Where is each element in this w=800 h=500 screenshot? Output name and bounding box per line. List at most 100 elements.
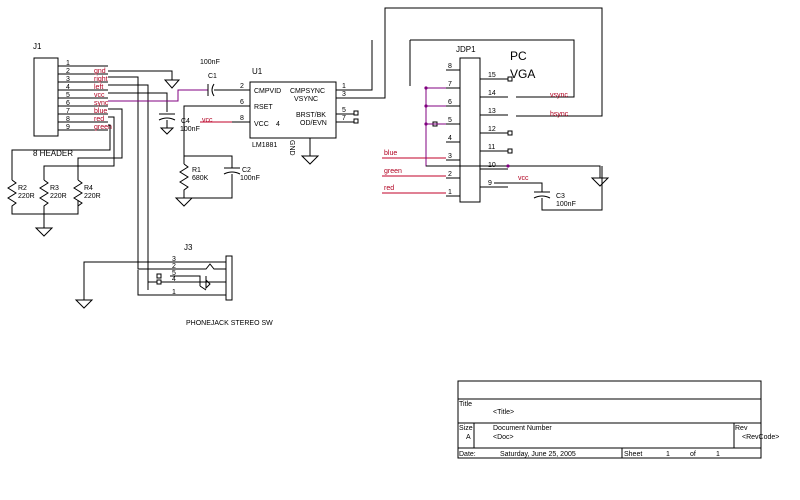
svg-text:2: 2: [172, 263, 176, 270]
j3-body: [225, 255, 233, 301]
resistor-network: R2 220R R3 220R R4 220R: [7, 179, 101, 237]
j1-pin-net: left: [94, 84, 103, 91]
r3-value: 220R: [50, 193, 67, 200]
svg-text:2: 2: [240, 83, 244, 90]
vga-body: [459, 57, 481, 203]
u1-pin-vsync: VSYNC: [294, 96, 318, 103]
wire-left: [108, 84, 170, 283]
u1-part: LM1881: [252, 142, 277, 149]
vga-right-pin-num: 15: [488, 72, 496, 79]
capacitor-c4: C4 100nF: [158, 113, 200, 135]
j1-pin-net: right: [94, 76, 108, 83]
u1-pin-cmpvid: CMPVID: [254, 88, 281, 95]
sheet-value: 1: [666, 451, 670, 458]
vga-nc-terminal: [507, 130, 513, 136]
ground-symbol: [74, 299, 94, 309]
j1-pin-num: 9: [66, 124, 70, 131]
ground-symbol: [163, 79, 181, 89]
j1-pin-net: blue: [94, 108, 107, 115]
u1-pin-odevn: OD/EVN: [300, 120, 327, 127]
u1-body: [249, 81, 337, 139]
svg-text:5: 5: [172, 270, 176, 277]
c1-value: 100nF: [200, 59, 220, 66]
c3-value: 100nF: [556, 201, 576, 208]
j1-body: [33, 57, 59, 137]
rev-label: Rev: [735, 425, 748, 432]
vga-left-pin-num: 8: [448, 63, 452, 70]
date-value: Saturday, June 25, 2005: [500, 451, 576, 458]
vga-right-pin-num: 11: [488, 144, 495, 151]
net-red: red: [384, 185, 394, 192]
u1-ref: U1: [252, 67, 263, 76]
svg-text:4: 4: [276, 121, 280, 128]
j1-pin-net: gnd: [94, 68, 106, 75]
title-value: <Title>: [493, 409, 514, 416]
svg-text:3: 3: [342, 91, 346, 98]
vga-right-pin-num: 9: [488, 180, 492, 187]
j1-pin-num: 4: [66, 84, 70, 91]
vga-title-2: VGA: [510, 67, 535, 81]
wire-blue: [77, 108, 123, 180]
wire-sync: [108, 89, 208, 102]
vga-nc-terminal: [507, 76, 513, 82]
svg-text:7: 7: [342, 115, 346, 122]
wire-red: [43, 116, 115, 180]
u1-pin-vcc: VCC: [254, 121, 269, 128]
j1-ref: J1: [33, 42, 42, 51]
j1-pin-num: 5: [66, 92, 70, 99]
j1-pin-num: 1: [66, 60, 70, 67]
vga-right-pin-num: 13: [488, 108, 496, 115]
of-label: of: [690, 451, 696, 458]
u1-pin-brst: BRST/BK: [296, 112, 326, 119]
vga-left-pin-num: 7: [448, 81, 452, 88]
r2-value: 220R: [18, 193, 35, 200]
net-vsync: vsync: [550, 92, 568, 99]
sheet-label: Sheet: [624, 451, 642, 458]
rev-value: <RevCode>: [742, 434, 779, 441]
c3-ref: C3: [556, 193, 565, 200]
wire-vsync-route: [410, 39, 575, 98]
vga-left-pin-num: 2: [448, 171, 452, 178]
title-block: Title <Title> Size A Document Number <Do…: [457, 380, 779, 459]
svg-text:1: 1: [172, 289, 176, 296]
wire-hsync-route: [354, 7, 603, 117]
j1-pin-net: vcc: [94, 92, 105, 99]
net-green: green: [384, 168, 402, 175]
j1-pin-net: red: [94, 116, 104, 123]
ground-symbol: [34, 227, 54, 237]
svg-text:1: 1: [342, 83, 346, 90]
wire-gnd: [108, 70, 173, 80]
svg-text:4: 4: [172, 276, 176, 283]
u1-pin-rset: RSET: [254, 104, 273, 111]
j1-pin-num: 7: [66, 108, 70, 115]
net-vcc: vcc: [518, 175, 529, 182]
vga-left-pin-num: 1: [448, 189, 452, 196]
j3-name: PHONEJACK STEREO SW: [186, 320, 273, 327]
size-value: A: [466, 434, 471, 441]
svg-text:8: 8: [240, 115, 244, 122]
j1-pin-net: green: [94, 124, 112, 131]
wire-vcc: [108, 92, 168, 112]
net-hsync: hsync: [550, 111, 569, 118]
doc-label: Document Number: [493, 425, 552, 432]
connector-j3: J3 3 2 5 4 1 PHONEJACK STEREO SW: [74, 243, 273, 327]
of-value: 1: [716, 451, 720, 458]
r2-ref: R2: [18, 185, 27, 192]
vga-left-pin-num: 4: [448, 135, 452, 142]
ground-symbol: [300, 155, 320, 165]
c4-value: 100nF: [180, 126, 200, 133]
u1-vcc-net: vcc: [202, 117, 213, 124]
ground-symbol: [159, 127, 175, 135]
c4-ref: C4: [181, 118, 190, 125]
r3-ref: R3: [50, 185, 59, 192]
wire-green: [11, 124, 111, 180]
ic-u1: U1 2 6 8 CMPVID RSET VCC 1 3 5 7 CMPSYNC…: [232, 67, 359, 165]
c2-value: 100nF: [240, 175, 260, 182]
j1-pin-num: 2: [66, 68, 70, 75]
svg-text:6: 6: [240, 99, 244, 106]
size-label: Size: [459, 425, 473, 432]
svg-text:5: 5: [342, 107, 346, 114]
j1-pin-net: sync: [94, 100, 109, 107]
